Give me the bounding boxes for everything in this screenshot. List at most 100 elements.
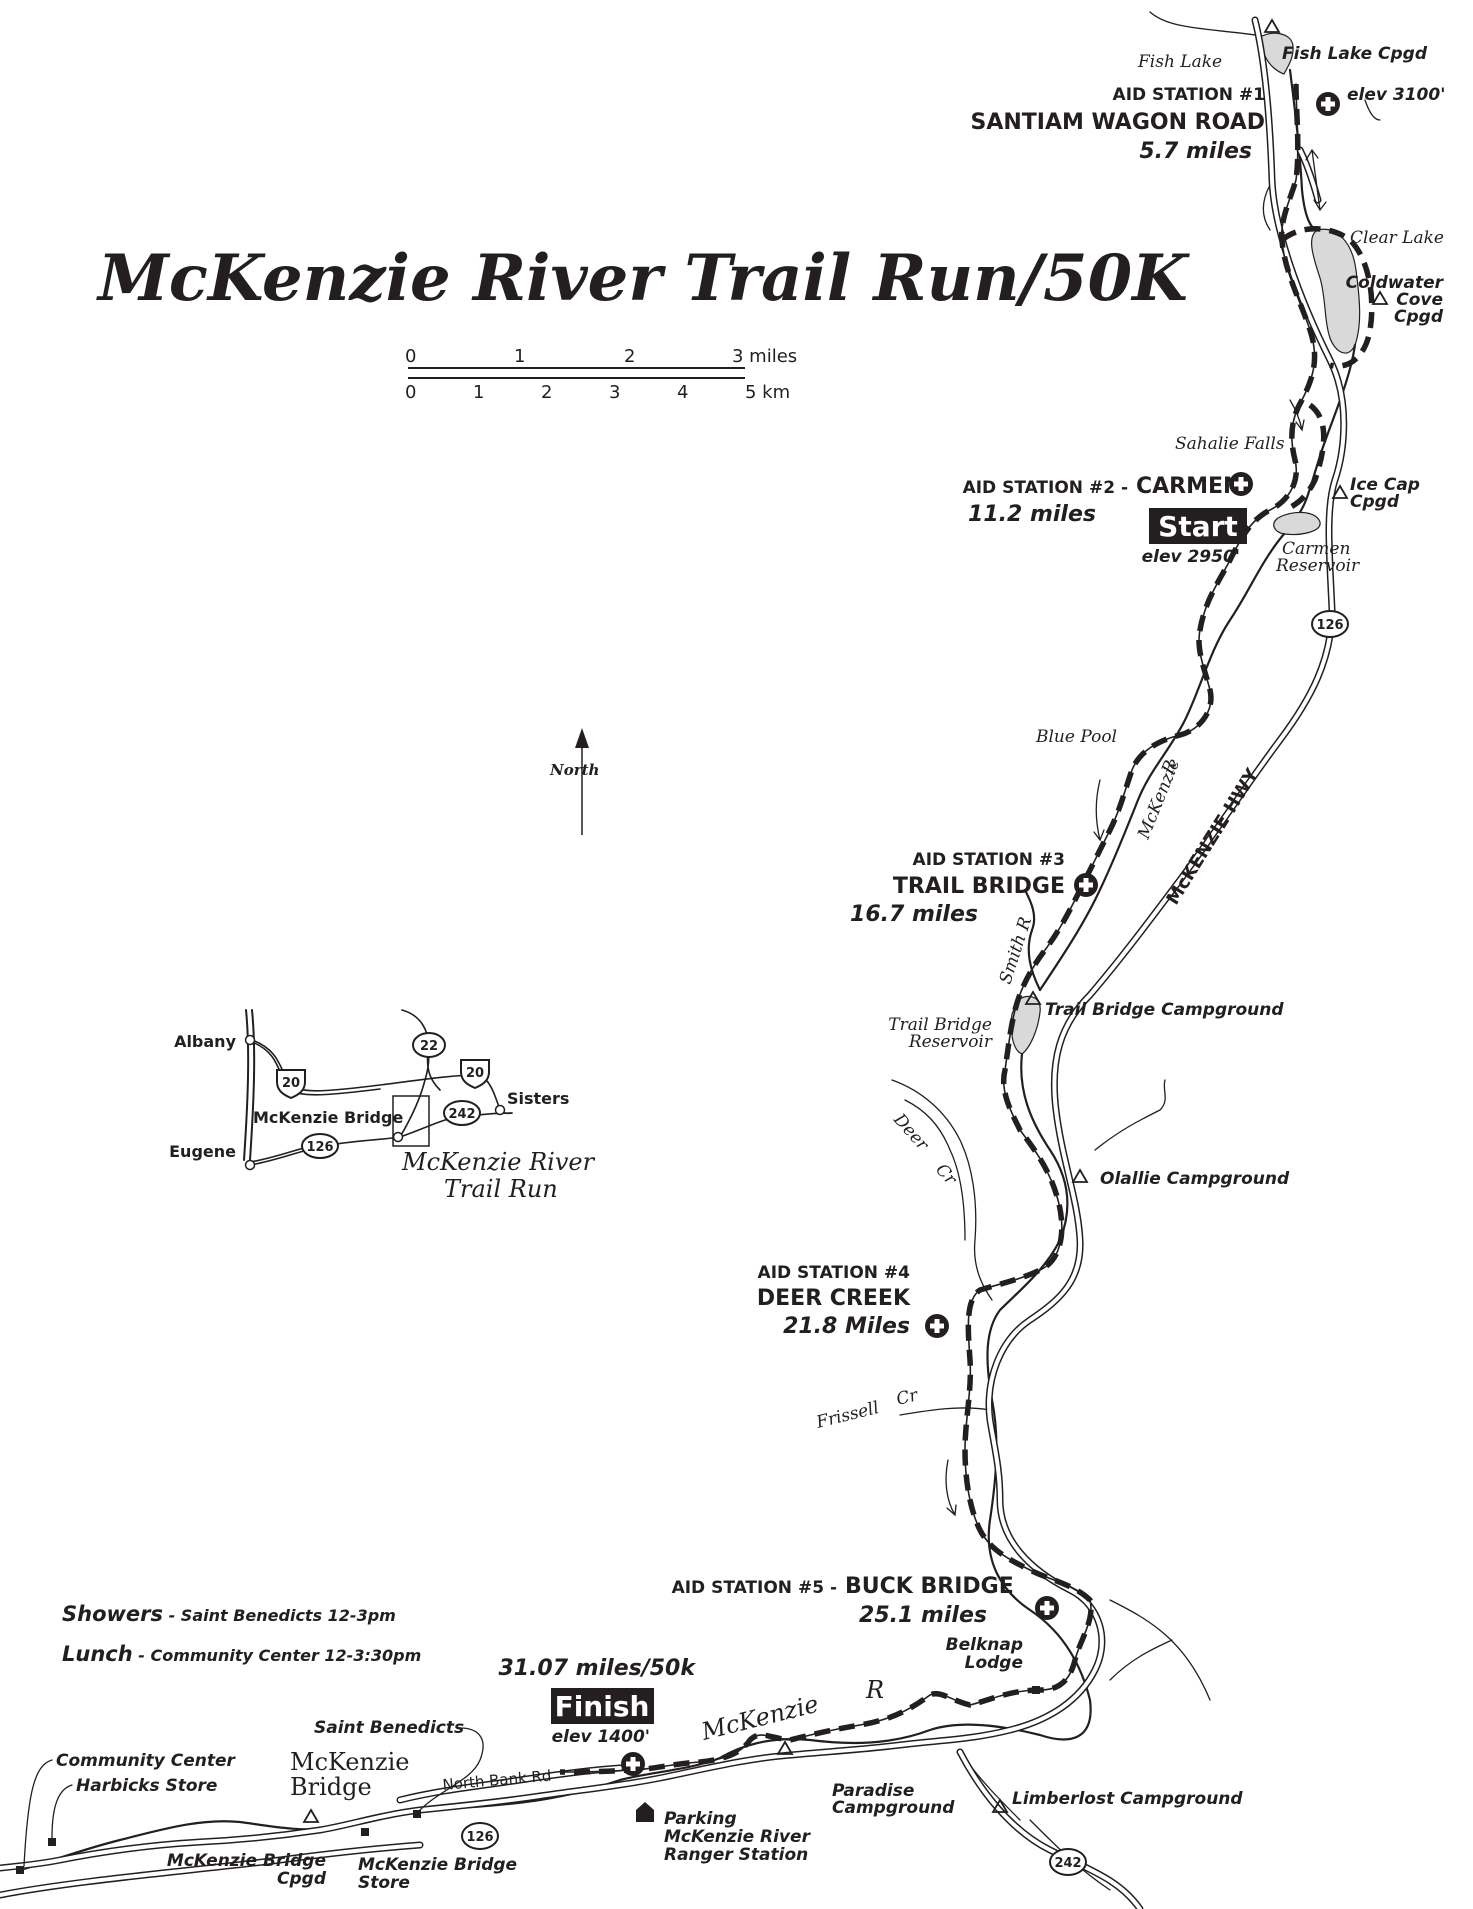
label-parking-3: Ranger Station	[664, 1845, 808, 1865]
aid-station-4-name: DEER CREEK	[757, 1286, 911, 1311]
scale-km-1: 1	[473, 382, 484, 403]
creek-clear-lake	[1262, 99, 1381, 231]
label-town-1: McKenzie	[290, 1748, 409, 1776]
aid-station-2: AID STATION #2 - CARMEN 11.2 miles	[963, 474, 1242, 527]
aid-station-4-header: AID STATION #4	[758, 1263, 911, 1283]
label-clear-lake: Clear Lake	[1350, 228, 1444, 248]
inset-shield-20-east: 20	[460, 1059, 490, 1090]
aid-station-1: AID STATION #1 SANTIAM WAGON ROAD 5.7 mi…	[970, 85, 1445, 164]
label-paradise-1: Paradise	[832, 1781, 914, 1801]
aid-cross-icon-3	[1074, 873, 1098, 897]
trail-base-line	[559, 83, 1316, 1773]
aid-cross-icon-5	[1035, 1596, 1059, 1620]
aid-station-2-name: CARMEN	[1136, 474, 1241, 499]
inset-shield-126-label: 126	[306, 1140, 333, 1155]
aid-station-5-miles: 25.1 miles	[859, 1603, 987, 1628]
aid-station-5: AID STATION #5 - BUCK BRIDGE 25.1 miles	[672, 1574, 1014, 1628]
inset-shield-20-west: 20	[276, 1069, 306, 1100]
label-fish-lake: Fish Lake	[1137, 52, 1222, 72]
town-labels: McKenzie Bridge	[290, 1748, 409, 1801]
inset-map: Albany Eugene Sisters McKenzie Bridge 20…	[169, 1009, 596, 1203]
label-mckenzie-hwy: McKENZIE HWY	[1162, 764, 1263, 908]
label-frissell-2: Cr	[894, 1385, 920, 1410]
finish-label: Finish	[555, 1690, 650, 1723]
inset-road-i5b	[249, 1009, 256, 1161]
inset-road-242	[399, 1112, 513, 1138]
inset-label-albany: Albany	[174, 1032, 237, 1051]
place-labels: Fish Lake Cpgd Coldwater Cove Cpgd Ice C…	[56, 44, 1445, 1893]
inset-title-2: Trail Run	[444, 1175, 558, 1203]
scale-bar: 0 1 2 3 miles 0 1 2 3 4 5 km	[405, 346, 797, 403]
scale-mile-2: 2	[624, 346, 635, 367]
direction-arrow-4	[945, 1459, 957, 1517]
aid-station-5-header: AID STATION #5 -	[672, 1578, 837, 1598]
finish-distance: 31.07 miles/50k	[498, 1656, 696, 1681]
label-belknap-1: Belknap	[946, 1635, 1023, 1655]
scale-mile-3: 3 miles	[732, 346, 797, 367]
inset-road-126-north	[399, 1049, 430, 1138]
inset-road-i5	[243, 1009, 250, 1161]
label-harbicks-store: Harbicks Store	[76, 1776, 217, 1796]
info-lunch-bold: Lunch	[62, 1642, 133, 1666]
deer-creek	[891, 1079, 993, 1301]
scale-mile-0: 0	[405, 346, 416, 367]
aid-cross-icon-1	[1316, 92, 1340, 116]
inset-dot-mckenzie-bridge	[392, 1131, 404, 1143]
label-sahalie-falls: Sahalie Falls	[1175, 434, 1285, 454]
trail-dashes	[559, 83, 1318, 1775]
aid-station-3-header: AID STATION #3	[913, 850, 1065, 870]
label-trail-bridge-reservoir-1: Trail Bridge	[888, 1015, 992, 1035]
aid-station-3: AID STATION #3 TRAIL BRIDGE 16.7 miles	[850, 850, 1065, 927]
label-fish-lake-cpgd: Fish Lake Cpgd	[1282, 44, 1428, 64]
creek-east	[1109, 1599, 1211, 1701]
label-mckenzie-bridge-store-1: McKenzie Bridge	[358, 1855, 517, 1875]
campground-icons	[302, 18, 1389, 1823]
inset-shield-242: 242	[443, 1100, 481, 1126]
aid-station-1-name: SANTIAM WAGON ROAD	[970, 110, 1265, 135]
aid-station-2-miles: 11.2 miles	[968, 502, 1096, 527]
scale-km-4: 4	[677, 382, 688, 403]
info-lunch-rest: - Community Center 12-3:30pm	[133, 1646, 422, 1665]
label-mckenzie-lower-2: R	[865, 1676, 884, 1704]
trail-sahalie-loop	[1283, 402, 1327, 513]
campground-icon-coldwater	[1371, 290, 1389, 305]
campground-icon-paradise	[776, 1740, 794, 1755]
label-mckenzie-bridge-cpgd-1: McKenzie Bridge	[167, 1851, 326, 1871]
label-carmen-1: Carmen	[1282, 539, 1350, 559]
aid-station-3-name: TRAIL BRIDGE	[893, 874, 1065, 899]
inset-dot-eugene	[244, 1159, 256, 1171]
hwy-242	[956, 1748, 1144, 1909]
building-icon-store	[361, 1828, 369, 1836]
label-belknap-2: Lodge	[965, 1653, 1023, 1673]
info-showers: Showers - Saint Benedicts 12-3pm	[62, 1602, 396, 1626]
finish-marker: 31.07 miles/50k Finish elev 1400'	[498, 1656, 696, 1747]
label-blue-pool: Blue Pool	[1035, 727, 1117, 747]
scale-km-3: 3	[609, 382, 620, 403]
label-trail-bridge-campground: Trail Bridge Campground	[1045, 1000, 1284, 1020]
label-coldwater-2: Cove	[1396, 290, 1443, 310]
label-coldwater-3: Cpgd	[1394, 307, 1444, 327]
direction-arrow-1	[1305, 148, 1327, 212]
inset-shield-22-label: 22	[420, 1039, 438, 1054]
direction-arrow-2	[1289, 399, 1305, 432]
aid-station-4: AID STATION #4 DEER CREEK 21.8 Miles	[757, 1263, 911, 1339]
deer-creek-bank	[904, 1099, 966, 1241]
smith-river	[1023, 888, 1042, 992]
mckenzie-river	[18, 68, 1357, 1872]
scale-km-2: 2	[541, 382, 552, 403]
label-carmen-2: Reservoir	[1275, 556, 1360, 576]
info-showers-bold: Showers	[62, 1602, 163, 1626]
label-parking-2: McKenzie River	[664, 1827, 812, 1847]
inset-shield-20-east-label: 20	[466, 1066, 484, 1081]
aid-station-1-header: AID STATION #1	[1113, 85, 1265, 105]
label-ice-cap-2: Cpgd	[1350, 492, 1400, 512]
aid-cross-icons	[621, 92, 1340, 1776]
aid-station-5-name: BUCK BRIDGE	[845, 1574, 1014, 1599]
ranger-station-icon	[636, 1802, 654, 1822]
creek-olallie	[1094, 1079, 1166, 1151]
creek-belknap	[1109, 1639, 1173, 1681]
info-lunch: Lunch - Community Center 12-3:30pm	[62, 1642, 421, 1666]
aid-station-1-elev: elev 3100'	[1347, 85, 1445, 105]
label-frissell-1: Frissell	[813, 1398, 881, 1433]
